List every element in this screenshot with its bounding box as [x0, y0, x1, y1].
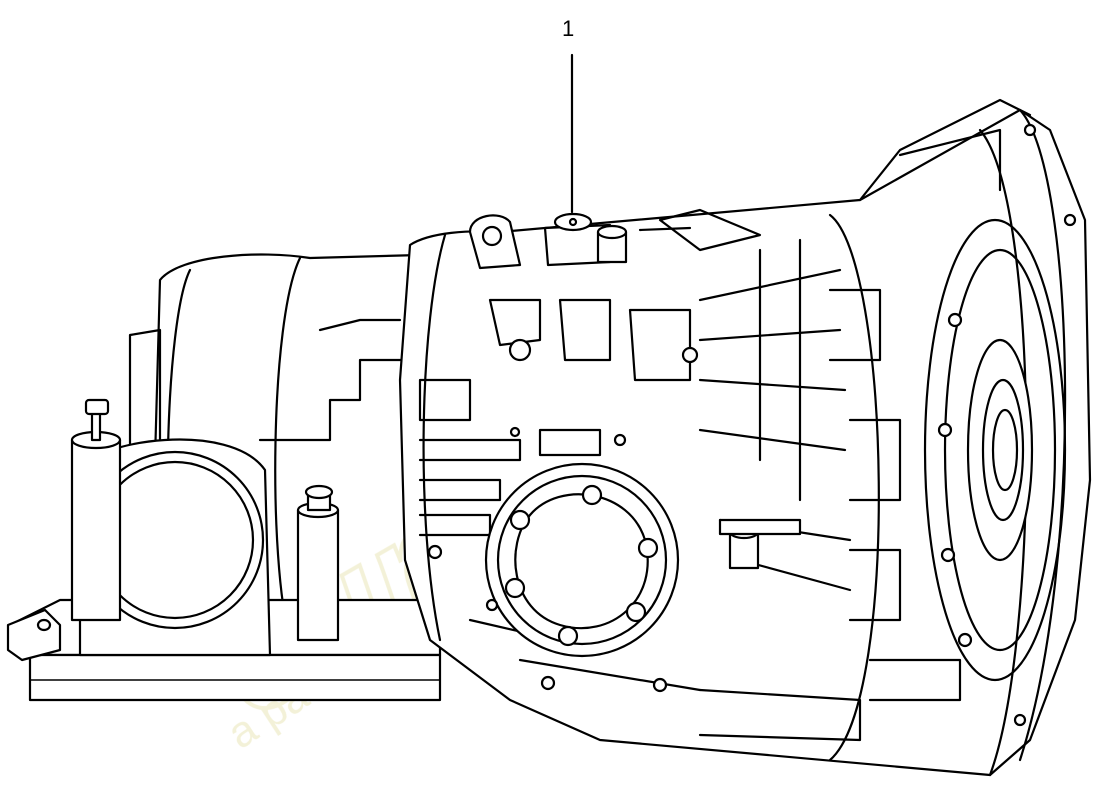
- bell-housing-bore: [923, 218, 1067, 682]
- output-flange: [484, 462, 680, 658]
- side-plug: [718, 518, 802, 570]
- top-bosses: [468, 212, 628, 270]
- callout-label-1: 1: [562, 16, 575, 41]
- housing-ribs: [418, 208, 962, 742]
- flange-holes: [427, 123, 1077, 727]
- base-bolt: [296, 484, 340, 642]
- bushing-mount: [70, 398, 272, 657]
